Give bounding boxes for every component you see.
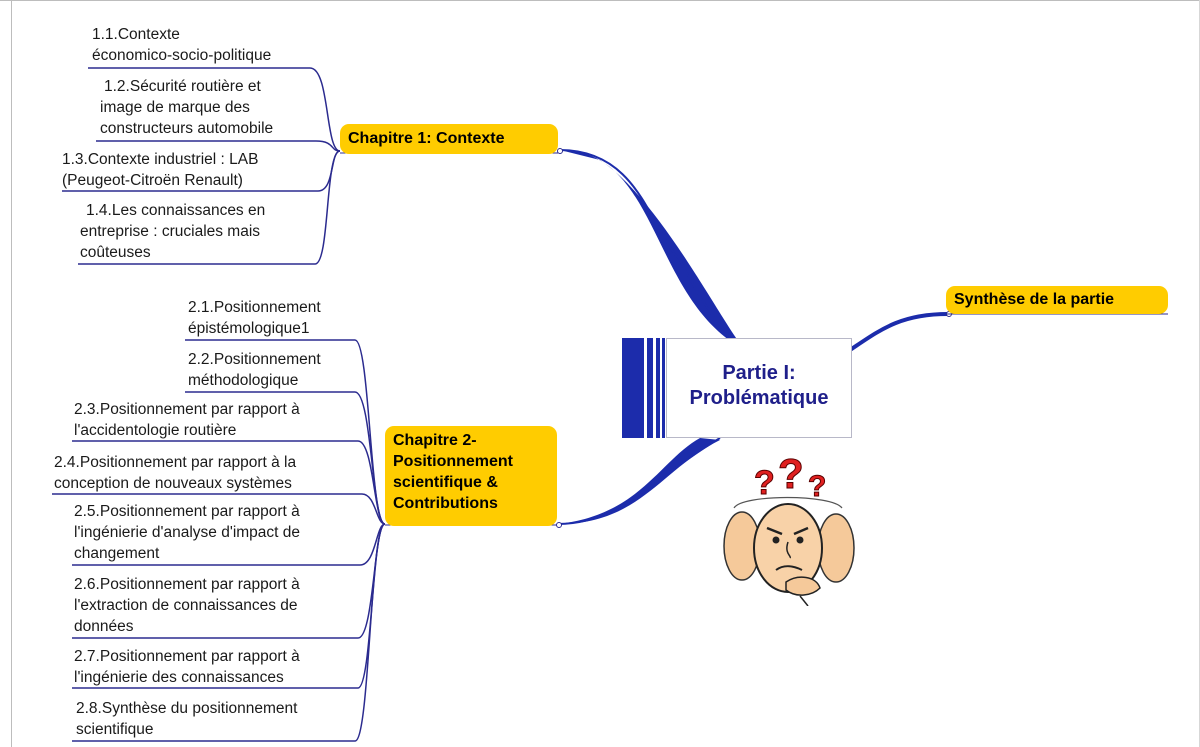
frame-left-border: [11, 0, 12, 747]
topic-chapter2[interactable]: Chapitre 2- Positionnement scientifique …: [385, 426, 557, 526]
subtopic-2-8: 2.8.Synthèse du positionnement scientifi…: [76, 700, 298, 738]
subtopic-1-4: 1.4.Les connaissances en entreprise : cr…: [80, 202, 266, 261]
chapter2-subbranches: [52, 339, 386, 742]
subtopic-2-1: 2.1.Positionnement épistémologique1: [188, 299, 321, 337]
svg-text:?: ?: [754, 464, 775, 502]
subtopic-2-5: 2.5.Positionnement par rapport à l'ingén…: [74, 503, 301, 562]
topic-synthesis[interactable]: Synthèse de la partie: [946, 286, 1168, 314]
subtopic-2-7: 2.7.Positionnement par rapport à l'ingén…: [74, 648, 300, 686]
branch-to-chapter1: [560, 150, 745, 350]
subtopic-1-3: 1.3.Contexte industriel : LAB (Peugeot-C…: [62, 151, 259, 189]
frame-top-border: [0, 0, 1200, 1]
subtopic-2-3: 2.3.Positionnement par rapport à l'accid…: [74, 401, 300, 439]
central-topic[interactable]: Partie I: Problématique: [666, 338, 852, 438]
subtopic-1-1: 1.1.Contexte économico-socio-politique: [92, 26, 272, 64]
confused-thinking-face-icon: ? ? ?: [723, 456, 855, 606]
svg-text:?: ?: [778, 456, 804, 497]
branch-to-chapter2: [558, 438, 720, 524]
branch-to-synthesis: [848, 312, 949, 352]
chapter1-subbranches: [62, 67, 341, 265]
subtopic-1-2: 1.2.Sécurité routière et image de marque…: [100, 78, 274, 137]
subtopic-2-4: 2.4.Positionnement par rapport à la conc…: [54, 454, 297, 492]
subtopic-2-2: 2.2.Positionnement méthodologique: [188, 351, 321, 389]
svg-text:?: ?: [808, 470, 826, 503]
topic-chapter1[interactable]: Chapitre 1: Contexte: [340, 124, 558, 154]
central-topic-bars: [622, 338, 666, 438]
subtopic-2-6: 2.6.Positionnement par rapport à l'extra…: [74, 576, 300, 635]
